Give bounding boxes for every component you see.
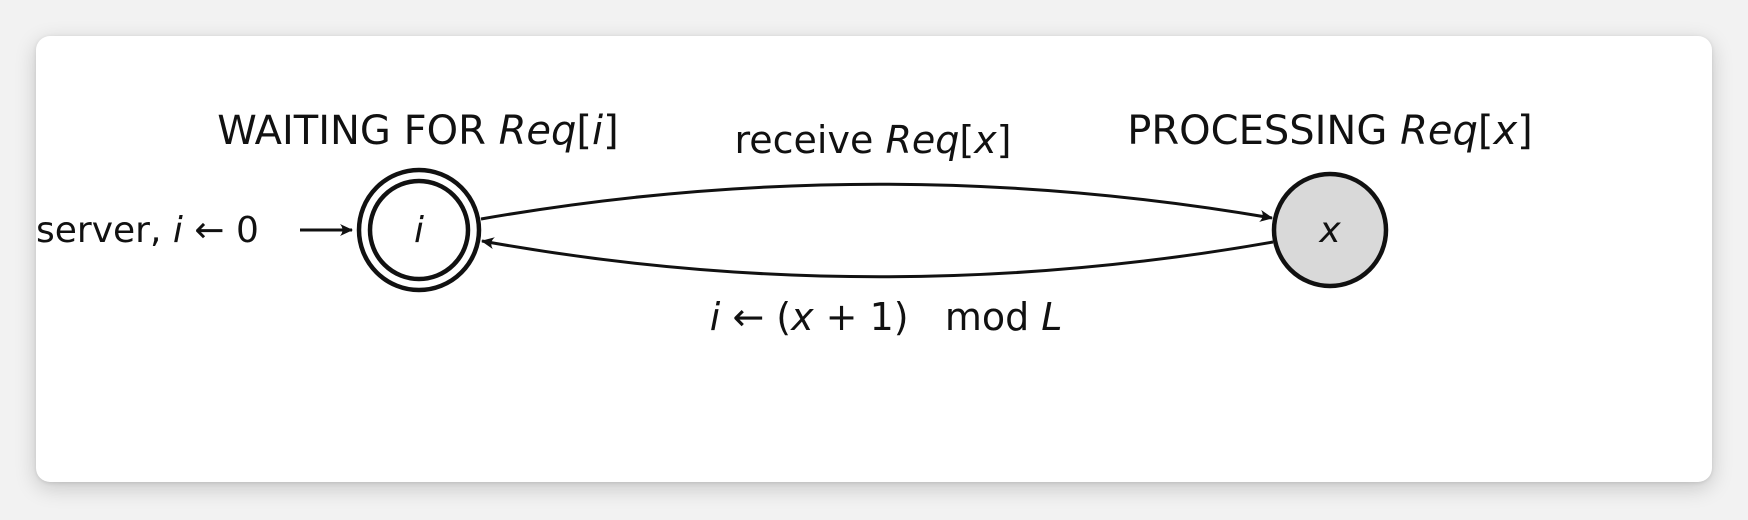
state-processing-circle — [1271, 171, 1389, 289]
state-waiting-title-name: Req — [499, 108, 577, 154]
state-waiting: i — [356, 167, 482, 293]
state-processing-label: x — [1318, 210, 1341, 251]
state-processing-title: PROCESSING Req[x] — [1127, 108, 1533, 154]
transition-receive-label-prefix: receive — [734, 118, 885, 162]
transition-receive-label-var: x — [973, 118, 997, 162]
transition-return-label-mid: + 1) mod — [814, 295, 1042, 339]
transition-return-label-var: i — [710, 295, 721, 339]
transition-receive-arc — [480, 182, 1273, 222]
state-diagram: server, i ← 0 i WAITING FOR Req[i] x PRO… — [36, 108, 1533, 339]
state-processing-title-close: ] — [1517, 108, 1533, 154]
state-waiting-title: WAITING FOR Req[i] — [217, 108, 619, 154]
state-waiting-label: i — [414, 210, 424, 251]
initial-label-prefix: server, — [36, 210, 173, 251]
state-processing-title-prefix: PROCESSING — [1127, 108, 1400, 154]
transition-return-label: i ← (x + 1) mod L — [625, 295, 1123, 339]
state-processing-title-open: [ — [1478, 108, 1494, 154]
state-waiting-title-open: [ — [576, 108, 592, 154]
transition-receive-label: receive Req[x] — [734, 118, 1011, 162]
transition-receive-label-close: ] — [997, 118, 1012, 162]
state-processing-title-var: x — [1491, 108, 1517, 154]
state-processing: x — [1271, 171, 1389, 289]
initial-label-arrow: ← — [183, 210, 236, 251]
initial-label: server, i ← 0 — [36, 210, 259, 251]
transition-receive-label-open: [ — [959, 118, 974, 162]
state-waiting-inner-ring — [367, 178, 471, 282]
state-waiting-title-prefix: WAITING FOR — [217, 108, 498, 154]
state-waiting-title-close: ] — [603, 108, 619, 154]
transition-return-label-arrow: ← ( — [720, 295, 791, 339]
diagram-card: server, i ← 0 i WAITING FOR Req[i] x PRO… — [36, 36, 1712, 482]
state-processing-title-name: Req — [1400, 108, 1478, 154]
transition-return-label-var3: L — [1041, 295, 1062, 339]
transition-return-arc — [481, 237, 1274, 279]
state-waiting-title-var: i — [592, 108, 603, 154]
transition-return-label-var2: x — [790, 295, 814, 339]
transition-receive-label-name: Req — [885, 118, 959, 162]
initial-label-value: 0 — [236, 210, 259, 251]
initial-label-var: i — [173, 210, 183, 251]
